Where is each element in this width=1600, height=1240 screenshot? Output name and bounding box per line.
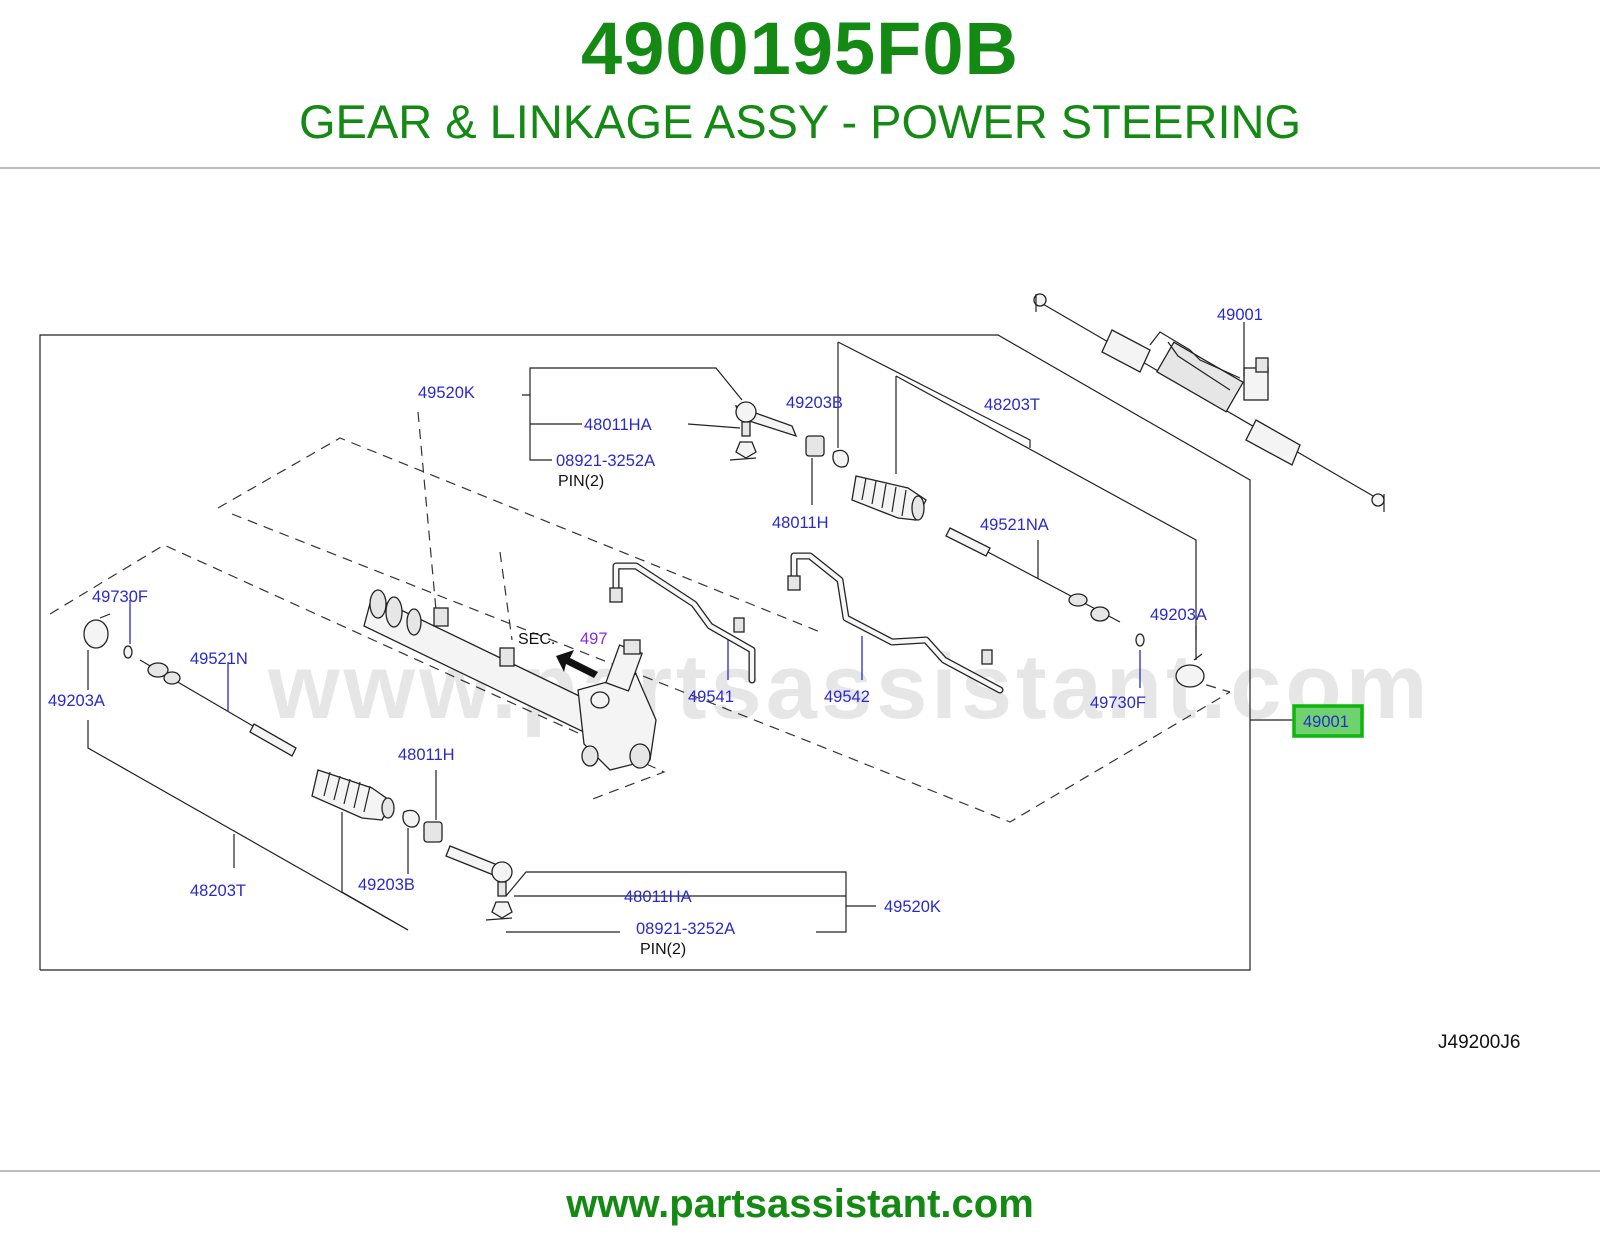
bracket-48203t-top — [837, 341, 1031, 448]
label-sec-ref: 497 — [580, 630, 608, 648]
label-49520k-top: 49520K — [418, 384, 475, 402]
nut-top-icon — [805, 435, 825, 457]
boot-left-icon — [311, 769, 395, 821]
inner-tie-rod-left-icon — [139, 659, 297, 757]
nut-bottom-icon — [423, 821, 443, 843]
label-pin-bottom: PIN(2) — [640, 941, 686, 958]
label-49001-highlighted[interactable]: 49001 — [1303, 713, 1349, 731]
footer-divider — [0, 1170, 1600, 1172]
label-49730f-left: 49730F — [92, 588, 148, 606]
dashed-leader-a — [417, 411, 437, 611]
clamp-left-icon — [83, 613, 111, 649]
bracket-48203t-bottom — [341, 812, 409, 931]
dashed-outline-left — [49, 544, 666, 801]
label-48203t-top: 48203T — [984, 396, 1040, 414]
bracket-49520k-top — [522, 367, 743, 401]
label-08921-bottom: 08921-3252A — [636, 920, 735, 938]
dashed-leader-b — [499, 551, 513, 641]
boot-top-icon — [851, 475, 927, 521]
label-49203b-bottom: 49203B — [358, 876, 415, 894]
bracket-49520k-top-b — [529, 395, 552, 461]
label-48011h-bottom: 48011H — [398, 746, 455, 764]
label-48203t-bottom: 48203T — [190, 882, 246, 900]
clamp-top-icon — [832, 449, 849, 468]
tie-rod-end-top-icon — [729, 401, 798, 461]
label-08921-top: 08921-3252A — [556, 452, 655, 470]
assembled-rack-icon — [1033, 293, 1385, 512]
label-sec: SEC. — [518, 631, 555, 648]
leader-48011ha-top-b — [687, 423, 741, 429]
footer-website-link[interactable]: www.partsassistant.com — [566, 1182, 1034, 1226]
label-49203b-top: 49203B — [786, 394, 843, 412]
leader-48203t-top-b — [895, 375, 1197, 640]
diagram-code: J49200J6 — [1438, 1032, 1520, 1053]
header-divider — [0, 167, 1600, 169]
bracket-49203a-left — [87, 720, 409, 931]
highlighted-part-box[interactable] — [1292, 704, 1364, 738]
inner-tie-rod-right-icon — [945, 527, 1121, 623]
dashed-outline-outer — [217, 437, 821, 633]
clamp-right-icon — [1175, 653, 1205, 688]
label-49730f-right: 49730F — [1090, 694, 1146, 712]
bracket-49520k-bottom — [505, 871, 847, 933]
label-48011h-top: 48011H — [772, 514, 829, 532]
label-pin-top: PIN(2) — [558, 473, 604, 490]
assembly-title: GEAR & LINKAGE ASSY - POWER STEERING — [298, 95, 1302, 148]
label-49542: 49542 — [824, 688, 870, 706]
steering-rack-housing-icon — [363, 589, 657, 771]
label-48011ha-bottom: 48011HA — [624, 888, 692, 906]
ring-left-icon — [123, 645, 133, 659]
section-reference-arrow-icon — [556, 650, 598, 678]
label-48011ha-top: 48011HA — [584, 416, 652, 434]
label-49001-top: 49001 — [1217, 306, 1263, 324]
label-49203a-right: 49203A — [1150, 606, 1207, 624]
header: 4900195F0B GEAR & LINKAGE ASSY - POWER S… — [0, 0, 1600, 168]
pressure-tube-49541-icon — [609, 562, 756, 684]
pressure-tube-49542-icon — [787, 552, 1004, 694]
part-number-title: 4900195F0B — [581, 7, 1019, 90]
dashed-outline-mid — [231, 513, 1231, 823]
label-49520k-bottom: 49520K — [884, 898, 941, 916]
assembly-frame — [39, 334, 1251, 971]
label-49521na: 49521NA — [980, 516, 1049, 534]
tie-rod-end-bottom-icon — [445, 845, 513, 921]
label-49541: 49541 — [688, 688, 734, 706]
label-49203a-left: 49203A — [48, 692, 105, 710]
clamp-bottom-icon — [402, 809, 420, 828]
ring-right-icon — [1135, 633, 1145, 647]
label-49521n: 49521N — [190, 650, 248, 668]
